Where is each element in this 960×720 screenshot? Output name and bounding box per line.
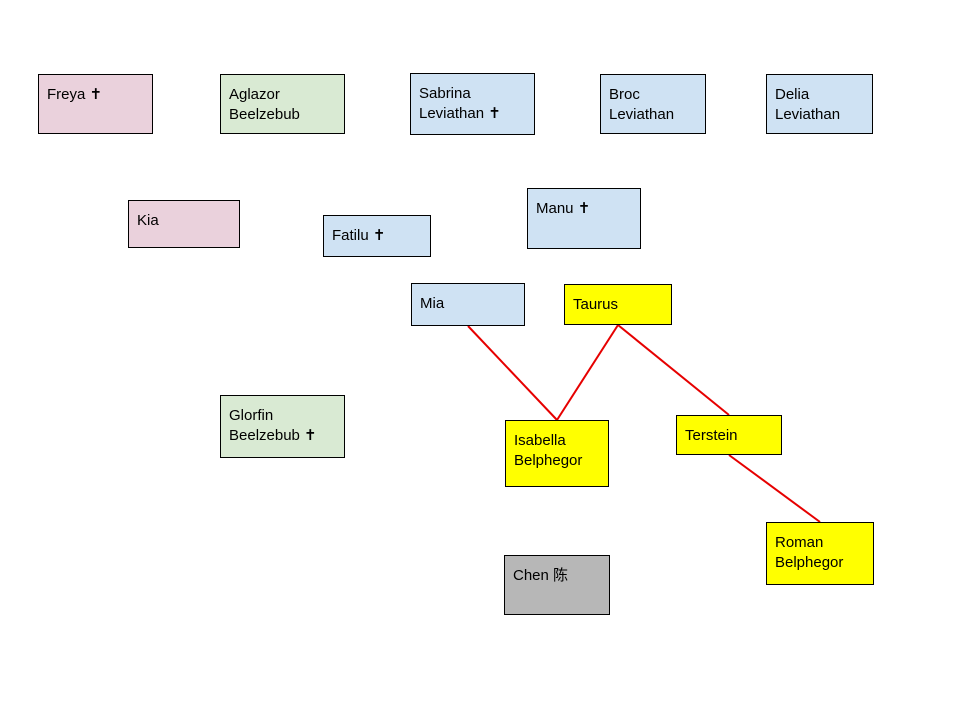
node-roman[interactable]: Roman Belphegor bbox=[766, 522, 874, 585]
node-glorfin[interactable]: Glorfin Beelzebub ✝ bbox=[220, 395, 345, 458]
node-chen[interactable]: Chen 陈 bbox=[504, 555, 610, 615]
edge-taurus-isabella[interactable] bbox=[556, 324, 619, 421]
node-delia[interactable]: Delia Leviathan bbox=[766, 74, 873, 134]
node-label: Broc Leviathan bbox=[609, 86, 675, 123]
node-broc[interactable]: Broc Leviathan bbox=[600, 74, 706, 134]
node-label: Delia Leviathan bbox=[775, 86, 841, 123]
edge-mia-isabella[interactable] bbox=[467, 325, 558, 421]
node-label: Taurus bbox=[573, 296, 619, 313]
node-label: Aglazor Beelzebub bbox=[229, 86, 300, 123]
node-mia[interactable]: Mia bbox=[411, 283, 525, 326]
node-label: Roman Belphegor bbox=[775, 534, 844, 571]
node-aglazor[interactable]: Aglazor Beelzebub bbox=[220, 74, 345, 134]
node-isabella[interactable]: Isabella Belphegor bbox=[505, 420, 609, 487]
node-label: Mia bbox=[420, 295, 445, 312]
node-freya[interactable]: Freya ✝ bbox=[38, 74, 153, 134]
edge-taurus-terstein[interactable] bbox=[617, 324, 730, 416]
node-terstein[interactable]: Terstein bbox=[676, 415, 782, 455]
node-kia[interactable]: Kia bbox=[128, 200, 240, 248]
node-label: Chen 陈 bbox=[513, 567, 569, 584]
node-sabrina[interactable]: Sabrina Leviathan ✝ bbox=[410, 73, 535, 135]
node-label: Sabrina Leviathan ✝ bbox=[419, 85, 501, 122]
node-label: Glorfin Beelzebub ✝ bbox=[229, 407, 317, 444]
node-taurus[interactable]: Taurus bbox=[564, 284, 672, 325]
node-label: Terstein bbox=[685, 427, 738, 444]
node-label: Freya ✝ bbox=[47, 86, 103, 103]
node-manu[interactable]: Manu ✝ bbox=[527, 188, 641, 249]
node-label: Isabella Belphegor bbox=[514, 432, 583, 469]
node-label: Kia bbox=[137, 212, 159, 229]
edge-terstein-roman[interactable] bbox=[728, 454, 821, 523]
node-label: Manu ✝ bbox=[536, 200, 591, 217]
node-fatilu[interactable]: Fatilu ✝ bbox=[323, 215, 431, 257]
node-label: Fatilu ✝ bbox=[332, 227, 386, 244]
